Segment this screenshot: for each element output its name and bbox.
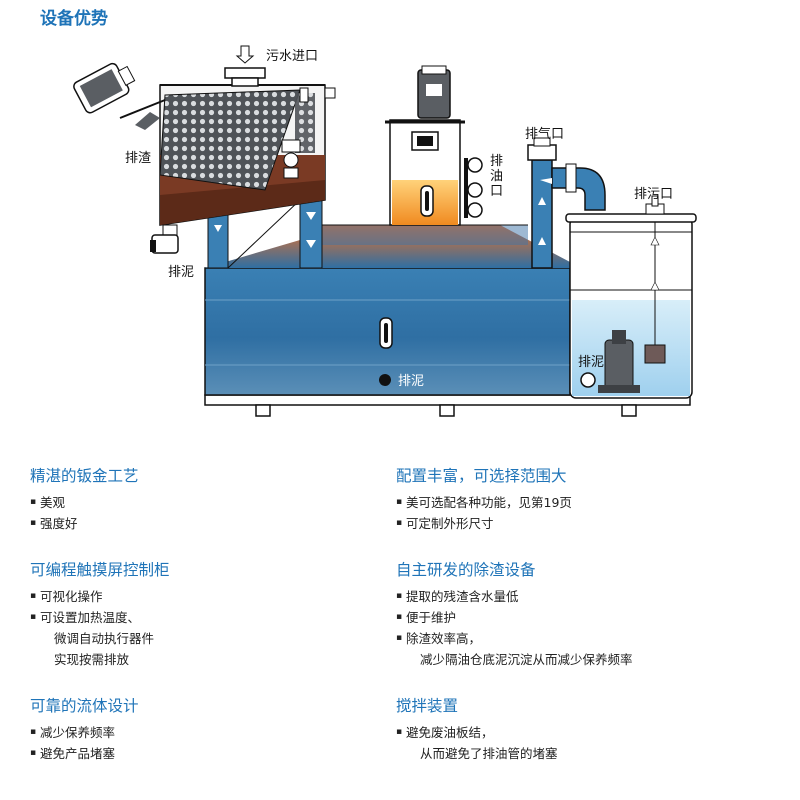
feature-sheet-metal: 精湛的钣金工艺 美观 强度好 <box>30 466 400 534</box>
vent-pipe <box>527 137 606 269</box>
support-right <box>299 199 323 269</box>
left-mud-valve <box>150 224 179 254</box>
feature-item: 避免废油板结， 从而避免了排油管的堵塞 <box>396 722 766 764</box>
foot-3 <box>621 404 637 417</box>
agitator-motor <box>417 65 451 119</box>
slag-label: 排渣 <box>125 151 151 166</box>
screen-motor <box>73 62 136 114</box>
mud-left-label: 排泥 <box>168 265 194 280</box>
inlet-label: 污水进口 <box>266 49 318 64</box>
oil-label-2: 油 <box>490 169 503 184</box>
feature-item: 可视化操作 <box>30 586 400 607</box>
perforated-screen <box>159 89 301 191</box>
feature-title: 精湛的钣金工艺 <box>30 467 139 485</box>
sewage-label: 排污口 <box>634 187 673 202</box>
feature-config: 配置丰富，可选择范围大 美可选配各种功能，见第19页 可定制外形尺寸 <box>396 466 766 534</box>
oil-label-3: 口 <box>490 184 503 199</box>
feature-slag-removal: 自主研发的除渣设备 提取的残渣含水量低 便于维护 除渣效率高， 减少隔油仓底泥沉… <box>396 560 766 670</box>
feature-item: 美可选配各种功能，见第19页 <box>396 492 766 513</box>
screen-valves <box>281 139 301 179</box>
feature-item: 除渣效率高， 减少隔油仓底泥沉淀从而减少保养频率 <box>396 628 766 670</box>
page-title: 设备优势 <box>40 9 108 29</box>
feature-item: 避免产品堵塞 <box>30 743 400 764</box>
feature-item: 美观 <box>30 492 400 513</box>
feature-item: 可定制外形尺寸 <box>396 513 766 534</box>
oil-label-1: 排 <box>490 154 503 169</box>
feature-agitator: 搅拌装置 避免废油板结， 从而避免了排油管的堵塞 <box>396 696 766 764</box>
feature-title: 配置丰富，可选择范围大 <box>396 467 567 485</box>
mud-bottom-label: 排泥 <box>398 374 424 389</box>
gas-label: 排气口 <box>525 126 564 142</box>
feature-title: 可靠的流体设计 <box>30 697 139 715</box>
feature-item: 提取的残渣含水量低 <box>396 586 766 607</box>
inlet-pipe <box>224 67 266 79</box>
feature-title: 可编程触摸屏控制柜 <box>30 561 170 579</box>
sewage-outlet <box>645 195 665 345</box>
foot-2 <box>439 404 455 417</box>
equipment-diagram: 排泥 污水进口 排渣 排泥 <box>73 45 697 417</box>
foot-1 <box>255 404 271 417</box>
inlet-arrow <box>235 45 255 64</box>
mud-right-label: 排泥 <box>578 355 604 370</box>
feature-fluid-design: 可靠的流体设计 减少保养频率 避免产品堵塞 <box>30 696 400 764</box>
bottom-drain-valve <box>379 374 391 386</box>
feature-touchscreen: 可编程触摸屏控制柜 可视化操作 可设置加热温度、 微调自动执行器件 实现按需排放 <box>30 560 400 670</box>
feature-title: 自主研发的除渣设备 <box>396 561 536 579</box>
feature-item: 减少保养频率 <box>30 722 400 743</box>
feature-item: 可设置加热温度、 微调自动执行器件 实现按需排放 <box>30 607 400 670</box>
oil-outlet-valves <box>464 157 483 218</box>
submersible-pump <box>598 330 666 393</box>
feature-title: 搅拌装置 <box>396 697 459 715</box>
feature-item: 便于维护 <box>396 607 766 628</box>
feature-item: 强度好 <box>30 513 400 534</box>
